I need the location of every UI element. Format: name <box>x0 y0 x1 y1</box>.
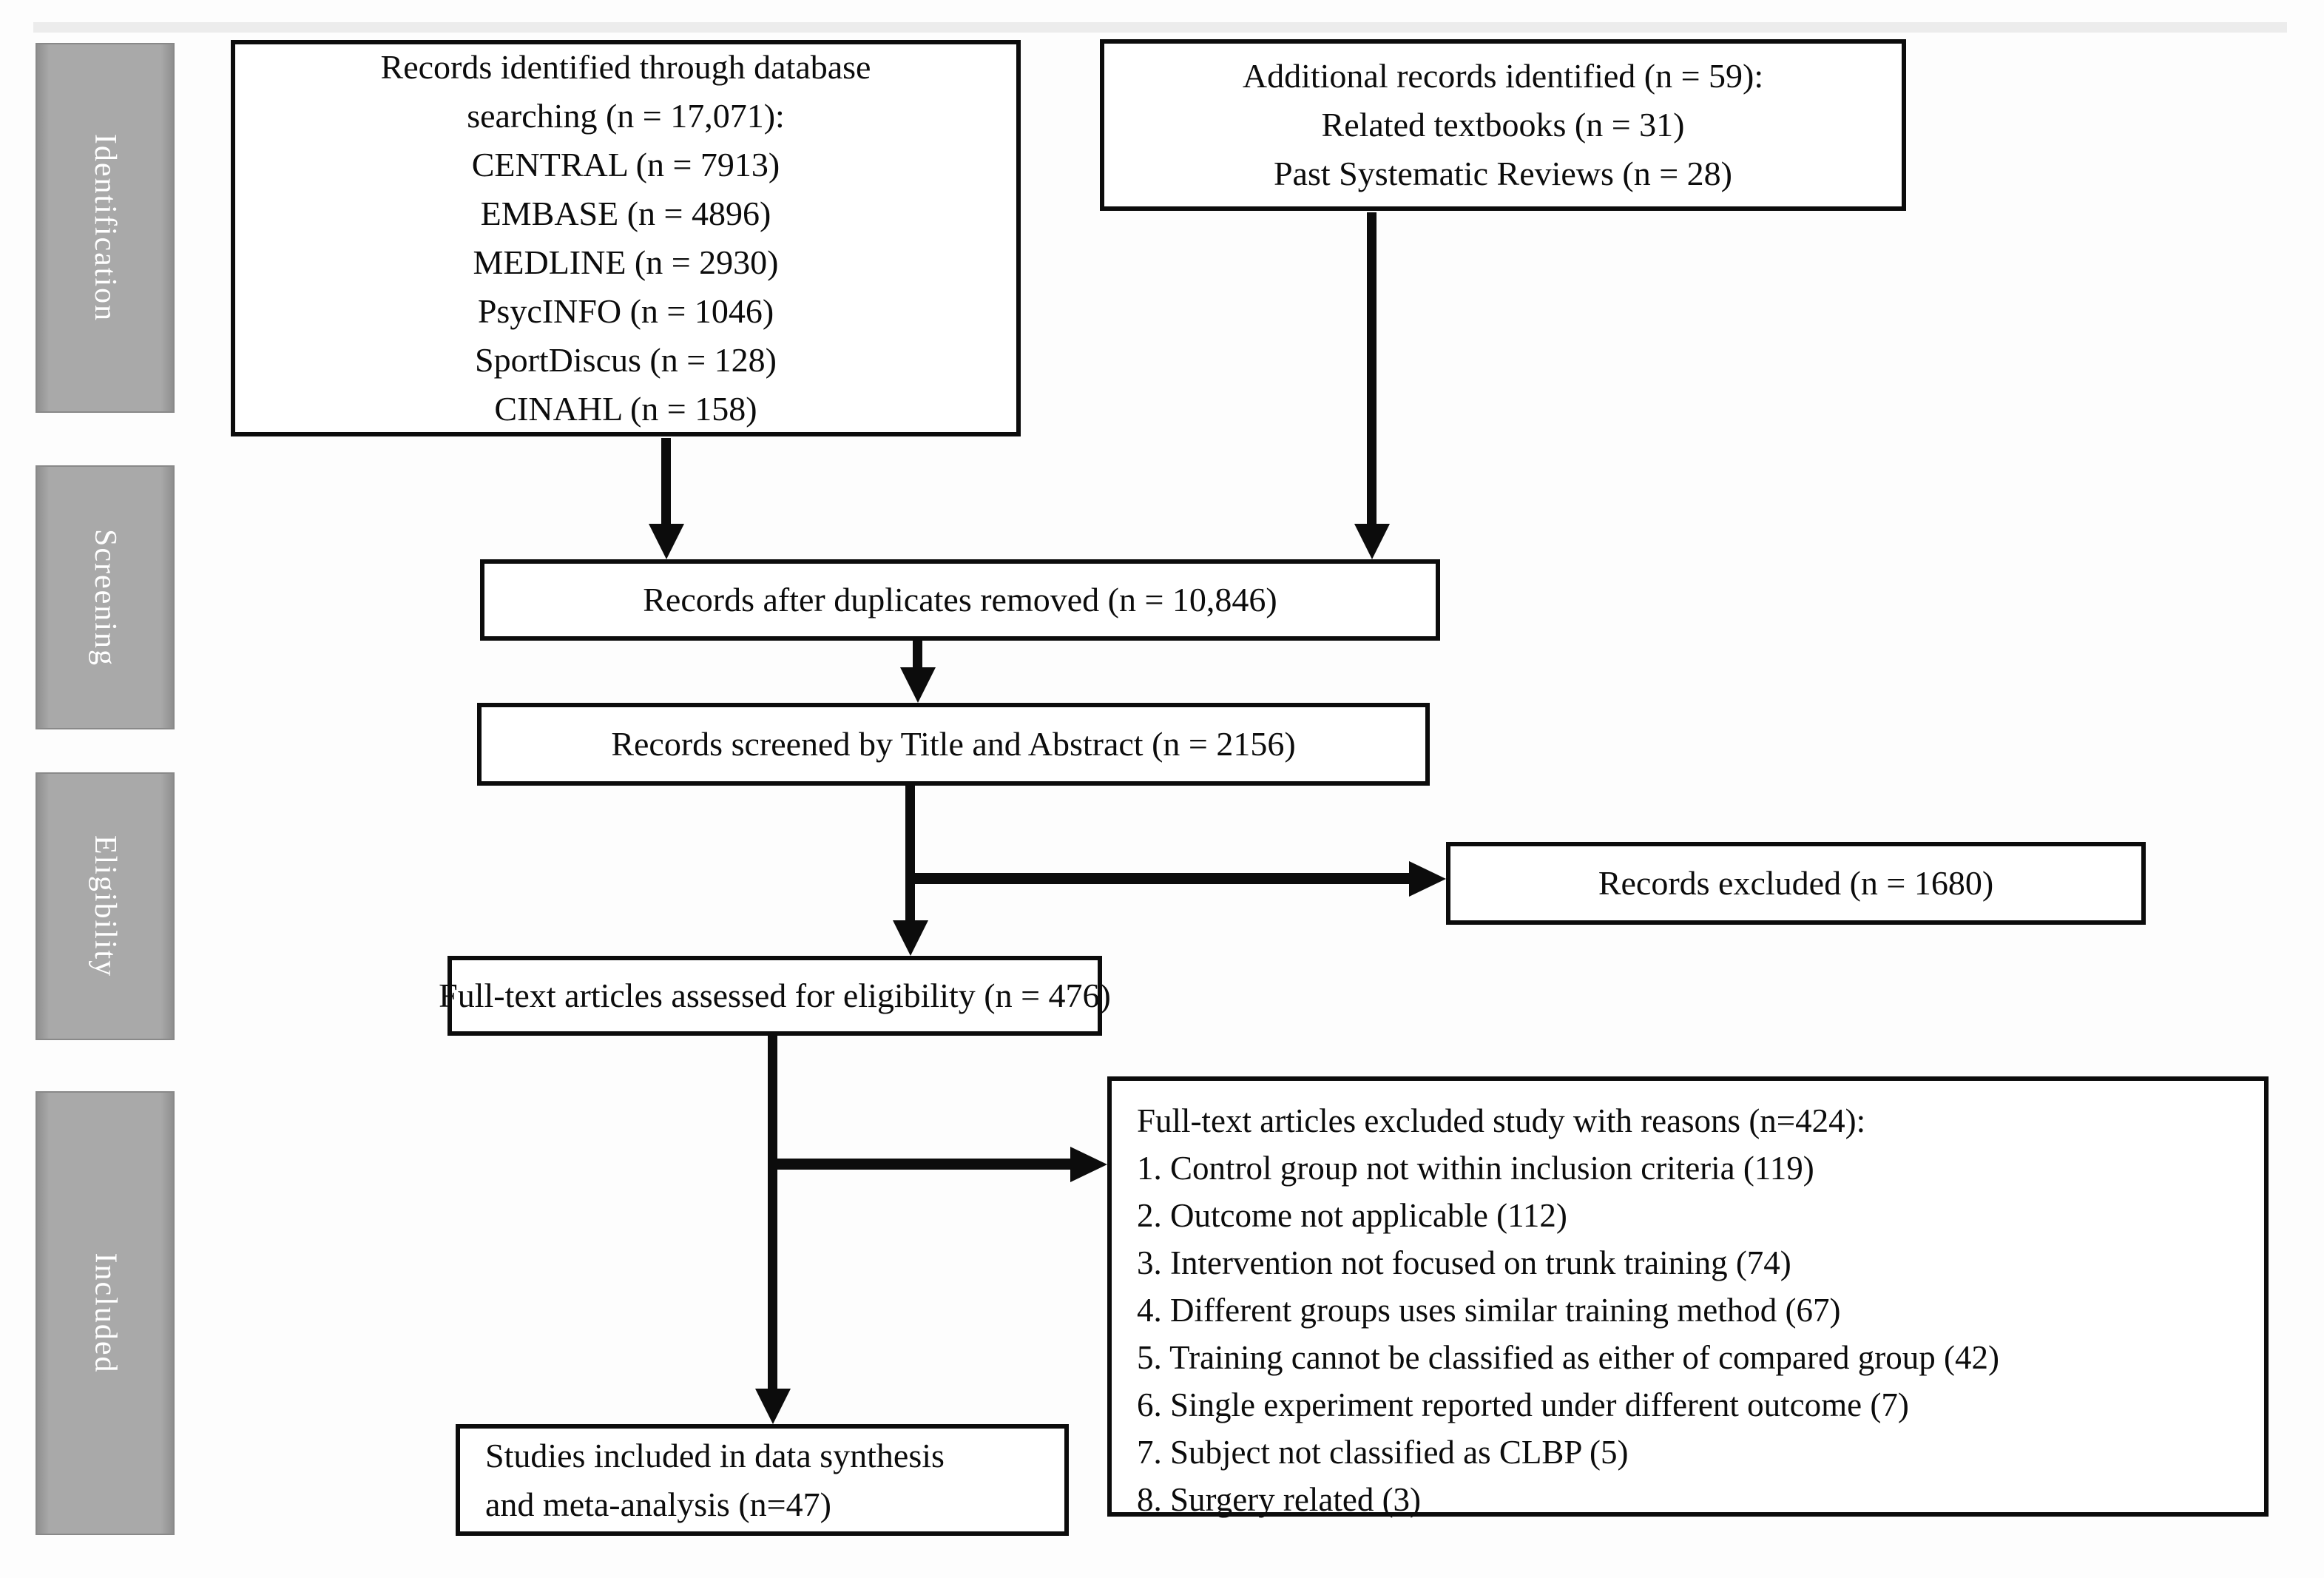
fulltext-excluded-title: Full-text articles excluded study with r… <box>1137 1102 1866 1139</box>
arrow-screened-to-fulltext-head <box>893 920 928 956</box>
database-search-line: Records identified through database <box>380 48 871 86</box>
fulltext-excluded-reason: 3. Intervention not focused on trunk tra… <box>1137 1244 1791 1281</box>
fulltext-excluded-reason: 6. Single experiment reported under diff… <box>1137 1386 1909 1423</box>
scan-top-strip <box>33 22 2287 33</box>
box-screened: Records screened by Title and Abstract (… <box>477 703 1430 786</box>
arrow-database-to-duplicates-head <box>649 524 684 559</box>
box-included-studies: Studies included in data synthesis and m… <box>456 1424 1069 1536</box>
box-records-excluded: Records excluded (n = 1680) <box>1446 842 2146 925</box>
arrow-screened-to-fulltext-shaft <box>905 784 915 926</box>
records-excluded-text: Records excluded (n = 1680) <box>1598 864 1994 902</box>
fulltext-excluded-reason: 2. Outcome not applicable (112) <box>1137 1197 1567 1234</box>
fulltext-excluded-reason: 7. Subject not classified as CLBP (5) <box>1137 1434 1629 1471</box>
arrow-screened-to-excluded-head <box>1409 861 1446 897</box>
fulltext-excluded-reason: 8. Surgery related (3) <box>1137 1481 1422 1518</box>
box-fulltext-excluded: Full-text articles excluded study with r… <box>1107 1076 2269 1518</box>
database-search-line: CENTRAL (n = 7913) <box>471 146 780 183</box>
arrow-fulltext-to-included-shaft <box>768 1034 777 1391</box>
included-studies-line: Studies included in data synthesis <box>485 1436 945 1474</box>
fulltext-excluded-reason: 1. Control group not within inclusion cr… <box>1137 1150 1814 1187</box>
stage-screening-label: Screening <box>88 528 123 667</box>
box-additional-records: Additional records identified (n = 59): … <box>1100 39 1906 211</box>
stage-eligibility-label: Eligibility <box>88 834 122 978</box>
included-studies-line: and meta-analysis (n=47) <box>485 1485 831 1523</box>
arrow-duplicates-to-screened-head <box>900 667 936 703</box>
fulltext-excluded-reason: 5. Training cannot be classified as eith… <box>1137 1339 1999 1376</box>
arrow-fulltext-to-ftexcluded-shaft <box>768 1159 1073 1170</box>
screened-text: Records screened by Title and Abstract (… <box>611 725 1296 763</box>
database-search-line: PsycINFO (n = 1046) <box>477 292 774 330</box>
database-search-line: CINAHL (n = 158) <box>494 390 757 428</box>
box-duplicates-removed: Records after duplicates removed (n = 10… <box>480 559 1440 641</box>
box-fulltext-assessed: Full-text articles assessed for eligibil… <box>439 956 1111 1036</box>
additional-records-line: Past Systematic Reviews (n = 28) <box>1273 155 1733 192</box>
stage-included: Included <box>36 1091 175 1535</box>
fulltext-excluded-reason: 4. Different groups uses similar trainin… <box>1137 1292 1841 1329</box>
box-database-search: Records identified through database sear… <box>231 40 1021 436</box>
arrow-fulltext-to-ftexcluded-head <box>1070 1147 1107 1182</box>
arrow-additional-to-duplicates-shaft <box>1367 212 1377 527</box>
duplicates-removed-text: Records after duplicates removed (n = 10… <box>643 581 1277 618</box>
arrow-fulltext-to-included-head <box>755 1389 791 1424</box>
stage-identification: Identification <box>36 43 175 413</box>
fulltext-assessed-text: Full-text articles assessed for eligibil… <box>439 977 1111 1014</box>
stage-identification-label: Identification <box>88 133 122 323</box>
stage-included-label: Included <box>87 1252 122 1374</box>
arrow-screened-to-excluded-shaft <box>905 873 1410 884</box>
arrow-duplicates-to-screened-shaft <box>913 639 922 673</box>
database-search-line: MEDLINE (n = 2930) <box>473 243 779 281</box>
database-search-line: SportDiscus (n = 128) <box>475 341 777 379</box>
database-search-line: EMBASE (n = 4896) <box>480 195 771 232</box>
database-search-line: searching (n = 17,071): <box>467 97 785 135</box>
stage-eligibility: Eligibility <box>36 772 175 1040</box>
arrow-additional-to-duplicates-head <box>1354 524 1390 559</box>
arrow-database-to-duplicates-shaft <box>661 438 671 527</box>
additional-records-line: Related textbooks (n = 31) <box>1321 106 1685 144</box>
stage-screening: Screening <box>36 465 175 729</box>
additional-records-line: Additional records identified (n = 59): <box>1242 57 1764 95</box>
